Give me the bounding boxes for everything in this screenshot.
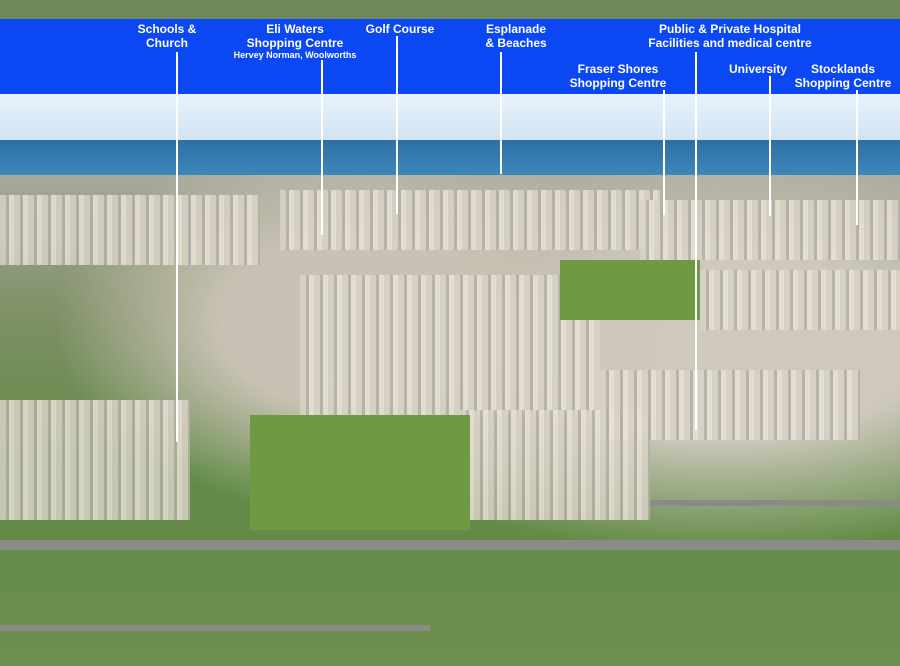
label-line: Eli Waters [266, 22, 324, 36]
label-line: Shopping Centre [569, 76, 667, 90]
label-line: Church [146, 36, 188, 50]
label-eli-waters: Eli Waters Shopping Centre Hervey Norman… [234, 22, 357, 60]
school-buildings [0, 400, 190, 520]
suburb-area [280, 190, 660, 250]
label-golf: Golf Course [366, 22, 435, 36]
pointer-hospital [695, 52, 697, 430]
label-schools: Schools & Church [138, 22, 197, 50]
pointer-golf [396, 36, 398, 214]
label-line: Shopping Centre [246, 36, 344, 50]
main-road [0, 540, 900, 550]
green-field [250, 415, 470, 530]
label-line: Golf Course [365, 22, 435, 36]
pointer-esplanade [500, 52, 502, 174]
label-university: University [729, 62, 787, 76]
label-fraser: Fraser Shores Shopping Centre [570, 62, 667, 90]
label-line: Public & Private Hospital [658, 22, 802, 36]
sky [0, 90, 900, 145]
pointer-schools [176, 52, 178, 442]
suburb-area [0, 195, 260, 265]
pointer-university [769, 76, 771, 216]
label-subline: Hervey Norman, Woolworths [233, 50, 357, 60]
pointer-stocklands [856, 90, 858, 225]
label-line: Stocklands [810, 62, 876, 76]
label-line: University [728, 62, 788, 76]
suburb-area [300, 275, 600, 415]
label-hospital: Public & Private Hospital Facilities and… [648, 22, 811, 50]
label-stocklands: Stocklands Shopping Centre [795, 62, 892, 90]
pointer-eli-waters [321, 60, 323, 235]
label-line: Facilities and medical centre [648, 36, 812, 50]
label-line: Schools & [137, 22, 197, 36]
label-line: Esplanade [485, 22, 547, 36]
green-field [560, 260, 700, 320]
label-line: Shopping Centre [794, 76, 892, 90]
label-esplanade: Esplanade & Beaches [485, 22, 546, 50]
pointer-fraser [663, 90, 665, 215]
road [650, 500, 900, 506]
label-line: Fraser Shores [577, 62, 659, 76]
suburb-area [700, 270, 900, 330]
hospital-buildings [600, 370, 860, 440]
road [0, 625, 430, 631]
label-banner [0, 19, 900, 94]
label-line: & Beaches [485, 36, 547, 50]
